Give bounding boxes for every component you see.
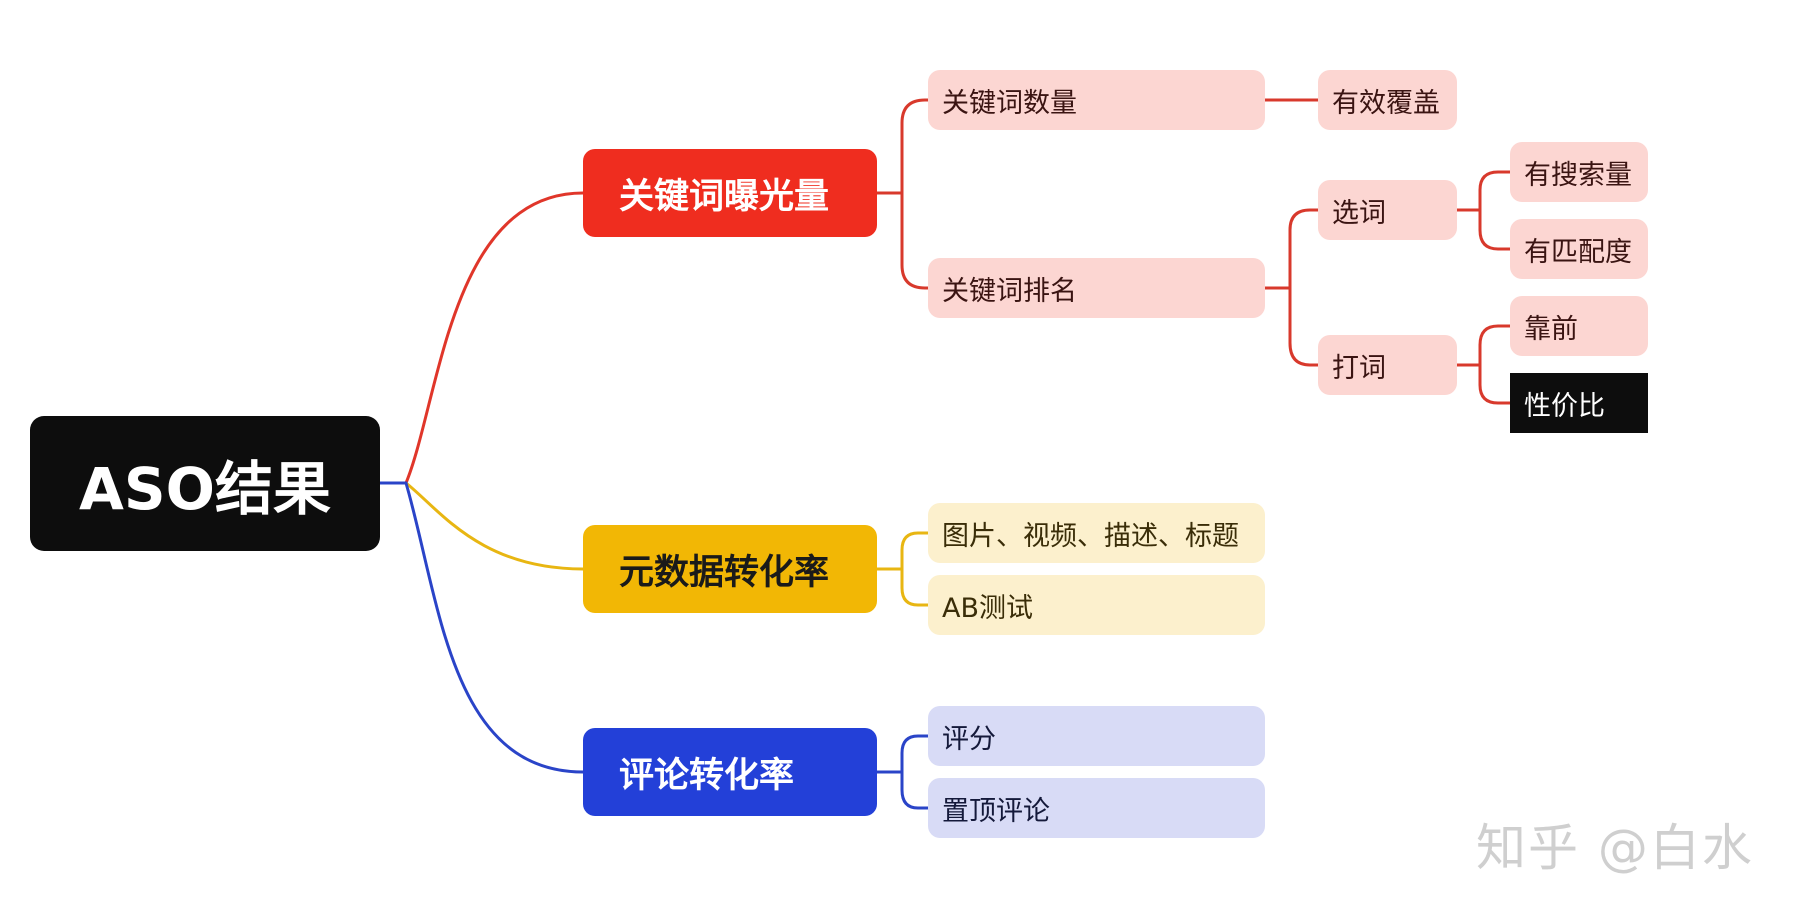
link-metadata-children [877,531,932,607]
link-select-children [1457,170,1510,251]
node-pinned-review: 置顶评论 [928,778,1265,838]
node-has-match: 有匹配度 [1510,219,1648,279]
link-rank-children [1265,208,1318,367]
node-keyword-rank: 关键词排名 [928,258,1265,318]
node-select-words: 选词 [1318,180,1457,240]
branch-metadata-conversion: 元数据转化率 [583,525,877,613]
link-root-metadata [380,481,584,571]
link-exposure-children [877,98,932,290]
node-effective-coverage: 有效覆盖 [1318,70,1457,130]
node-rating: 评分 [928,706,1265,766]
node-rank-front: 靠前 [1510,296,1648,356]
branch-review-conversion: 评论转化率 [583,728,877,816]
branch-keyword-exposure: 关键词曝光量 [583,149,877,237]
node-push-words: 打词 [1318,335,1457,395]
node-keyword-count: 关键词数量 [928,70,1265,130]
node-assets: 图片、视频、描述、标题 [928,503,1265,563]
link-reviews-children [877,734,932,810]
link-root-exposure [380,191,584,485]
root-node: ASO结果 [30,416,380,551]
node-ab-test: AB测试 [928,575,1265,635]
watermark-text: 知乎 @白水 [1476,819,1754,877]
link-root-reviews [380,481,584,774]
node-has-search-volume: 有搜索量 [1510,142,1648,202]
node-cost-effectiveness: 性价比 [1510,373,1648,433]
link-push-children [1457,324,1510,405]
